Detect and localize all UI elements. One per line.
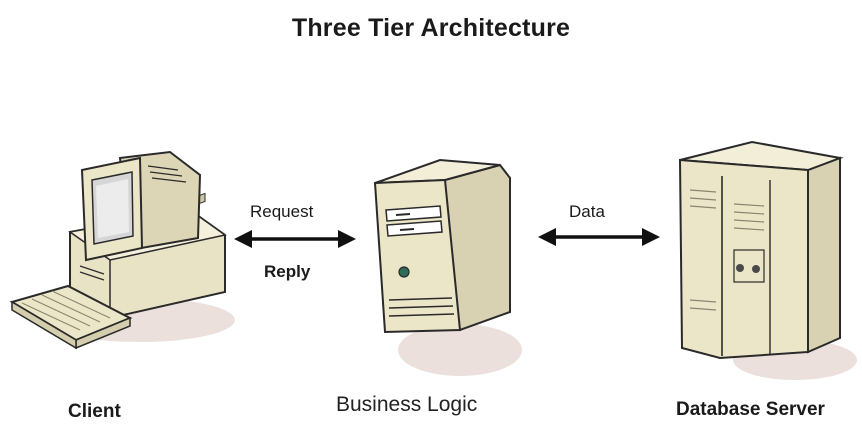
client-computer-icon <box>9 150 235 350</box>
data-label: Data <box>569 202 605 221</box>
reply-label: Reply <box>264 262 311 281</box>
database-server-label: Database Server <box>676 399 825 420</box>
request-label: Request <box>250 202 314 221</box>
business-logic-label: Business Logic <box>336 393 478 416</box>
database-server-icon <box>678 140 857 380</box>
diagram-title: Three Tier Architecture <box>291 14 571 42</box>
application-server-icon <box>373 158 522 376</box>
data-arrow <box>538 228 660 246</box>
client-label: Client <box>68 401 121 422</box>
request-reply-arrow <box>234 230 356 248</box>
